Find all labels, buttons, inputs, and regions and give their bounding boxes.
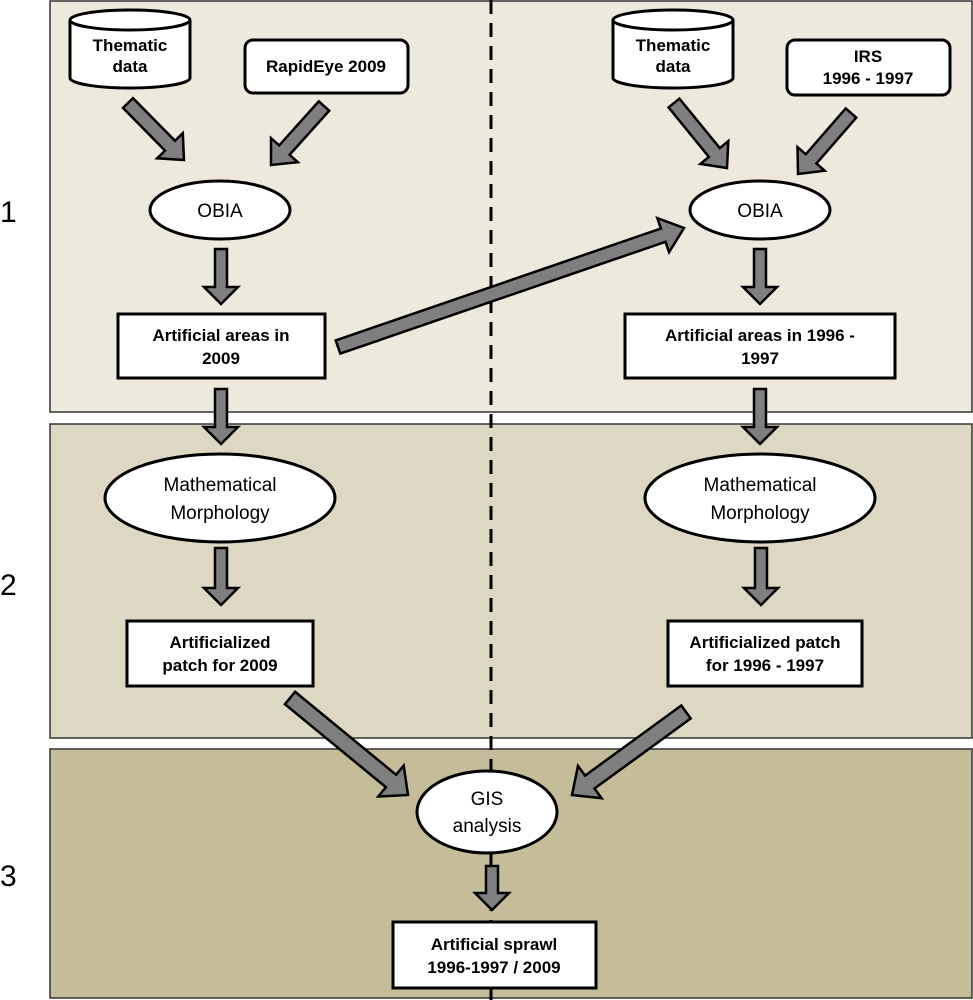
right-artificial-areas-box: Artificial areas in 1996 -1997 (623, 312, 897, 380)
arrow-right-sensor-to-obia (796, 106, 859, 176)
arrow-left-patch-to-gis (283, 690, 410, 798)
arrow-left-areas-to-morphology (200, 387, 242, 446)
arrows (121, 96, 859, 912)
right-obia-ellipse: OBIA (688, 179, 832, 241)
svg-text:RapidEye 2009: RapidEye 2009 (266, 57, 386, 76)
arrow-right-obia-to-areas (739, 247, 781, 306)
arrow-left-obia-to-areas (200, 247, 242, 306)
step-number-3: 3 (0, 860, 17, 893)
arrow-left-morphology-to-patch (200, 546, 242, 607)
arrow-right-morphology-to-patch (740, 546, 782, 607)
arrow-left-thematic-to-obia (121, 96, 186, 162)
svg-text:Artificial areas in 1996 -1997: Artificial areas in 1996 -1997 (665, 326, 855, 368)
arrow-right-thematic-to-obia (666, 96, 730, 170)
left-obia-ellipse: OBIA (148, 179, 292, 241)
svg-text:OBIA: OBIA (737, 201, 783, 222)
arrow-gis-to-sprawl (471, 864, 513, 912)
svg-text:OBIA: OBIA (197, 201, 243, 222)
arrow-left-areas-to-right-obia (334, 216, 686, 356)
step-number-1: 1 (0, 196, 17, 229)
left-sensor-box: RapidEye 2009 (243, 38, 410, 95)
arrow-left-sensor-to-obia (269, 99, 331, 167)
step-number-2: 2 (0, 569, 17, 602)
arrow-right-areas-to-morphology (739, 387, 781, 446)
arrow-right-patch-to-gis (570, 703, 693, 800)
